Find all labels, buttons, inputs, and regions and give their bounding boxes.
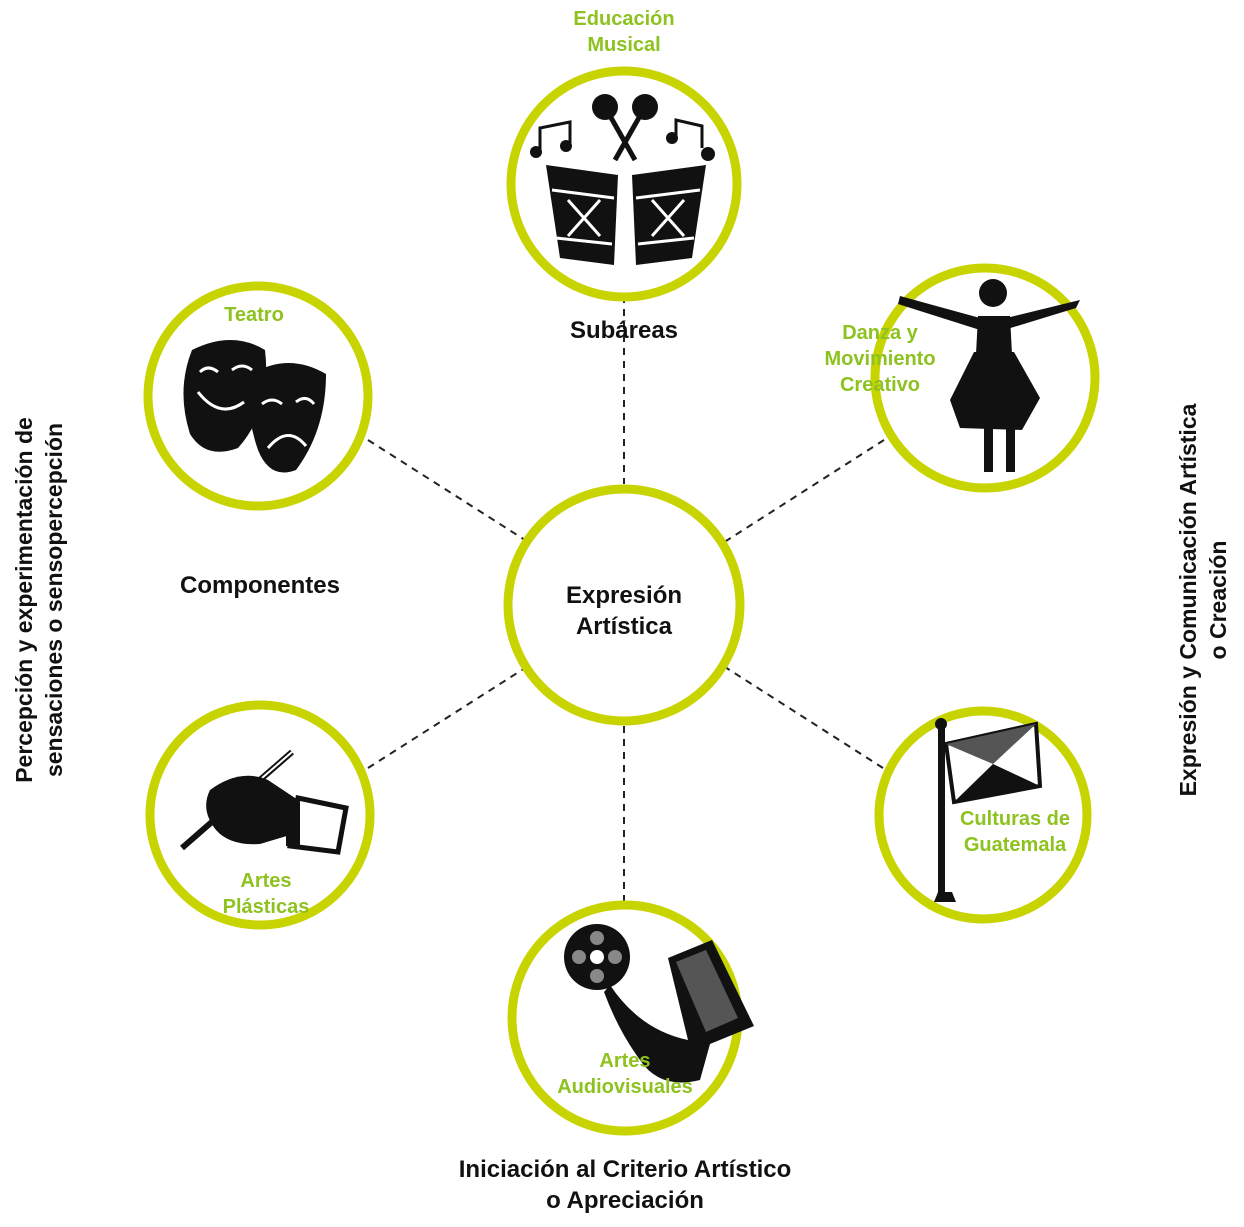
label-line: Artes (240, 870, 292, 892)
label-componentes: Componentes (179, 572, 340, 599)
label-line: Audiovisuales (557, 1076, 693, 1098)
label-line: Educación (573, 8, 675, 30)
label-line: Danza y (842, 322, 918, 344)
label-line: Teatro (224, 304, 284, 326)
drums-icon (530, 94, 715, 265)
label-line: Guatemala (963, 834, 1067, 856)
theater-masks-icon (183, 340, 326, 473)
label-audiovisuales: Artes Audiovisuales (530, 1048, 720, 1100)
label-bottom: Iniciación al Criterio Artístico o Aprec… (400, 1154, 850, 1216)
label-line: Artes (599, 1050, 651, 1072)
label-line: Percepción y experimentación de (11, 417, 38, 783)
label-line: Culturas de (959, 808, 1071, 830)
label-danza: Danza y Movimiento Creativo (800, 320, 960, 398)
label-line: Iniciación al Criterio Artístico (458, 1156, 792, 1183)
label-line: o Apreciación (546, 1187, 704, 1215)
label-line: Plásticas (222, 896, 310, 918)
label-artes-plasticas: Artes Plásticas (196, 868, 336, 920)
label-left-vertical: Percepción y experimentación de sensacio… (10, 417, 70, 783)
film-reel-icon (564, 924, 754, 1083)
label-line: Movimiento (824, 348, 936, 370)
dancer-icon (898, 279, 1080, 472)
connector-top-left (367, 439, 526, 541)
label-teatro: Teatro (194, 302, 314, 328)
flag-icon (934, 718, 1043, 902)
center-label: Expresión Artística (524, 580, 724, 642)
label-subareas: Subáreas (569, 317, 679, 344)
label-line: o Creación (1205, 540, 1231, 660)
center-circle (503, 484, 745, 726)
connector-bottom-left (367, 667, 526, 769)
label-line: Artística (575, 613, 673, 641)
label-educacion-musical: Educación Musical (524, 6, 724, 58)
label-culturas: Culturas de Guatemala (950, 806, 1080, 858)
connector-bottom-right (724, 666, 884, 769)
label-line: Creativo (839, 374, 921, 396)
label-line: sensaciones o sensopercepción (41, 422, 67, 778)
label-line: Musical (587, 34, 661, 56)
label-line: Expresión y Comunicación Artística (1175, 403, 1202, 797)
label-right-vertical: Expresión y Comunicación Artística o Cre… (1174, 404, 1234, 797)
hand-brush-icon (180, 749, 349, 855)
connector-top-right (725, 439, 885, 542)
label-line: Expresión (565, 582, 683, 609)
